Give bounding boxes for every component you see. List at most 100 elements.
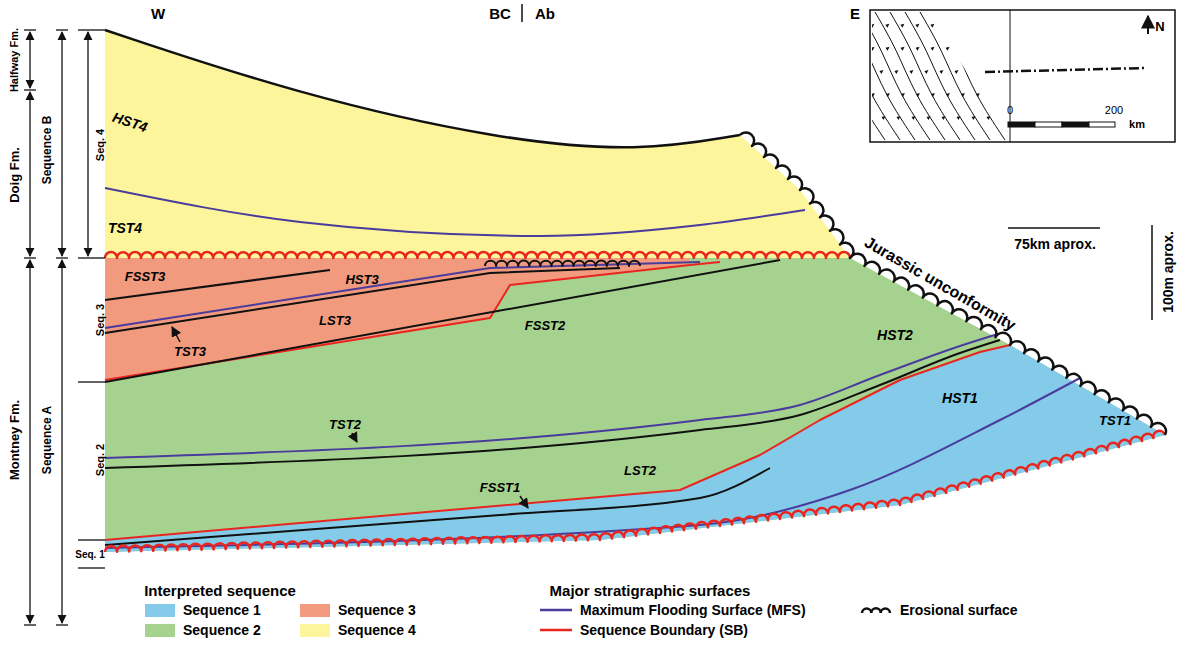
top-surface bbox=[105, 30, 740, 147]
thrust-tooth bbox=[897, 116, 901, 120]
systems-tract: FSST3 bbox=[125, 270, 165, 283]
thrust-line bbox=[845, 12, 915, 140]
legend-item: Sequence 2 bbox=[145, 622, 261, 638]
line-sample-stroke bbox=[862, 608, 890, 613]
province-label: BC bbox=[489, 6, 511, 21]
thrust-tooth bbox=[990, 24, 994, 28]
thrust-tooth bbox=[882, 116, 886, 120]
thrust-tooth bbox=[856, 93, 860, 97]
color-swatch bbox=[145, 604, 175, 617]
leader-arrow bbox=[520, 496, 528, 508]
thrust-tooth bbox=[1002, 116, 1006, 120]
map-scale-bar bbox=[1089, 122, 1115, 127]
erosional-surface bbox=[485, 260, 640, 266]
erosional-sequence-boundary bbox=[105, 252, 850, 258]
formation-name: Halfway Fm. bbox=[9, 28, 20, 92]
thrust-tooth bbox=[991, 47, 995, 51]
section-line bbox=[985, 68, 1145, 72]
surface-line bbox=[105, 468, 770, 545]
range-tick bbox=[78, 29, 105, 30]
province-label: Ab bbox=[535, 6, 555, 21]
thrust-tooth bbox=[840, 24, 844, 28]
surface-line bbox=[105, 260, 780, 382]
color-swatch bbox=[145, 624, 175, 637]
thrust-tooth bbox=[855, 24, 859, 28]
sequence-set-name: Sequence A bbox=[41, 406, 53, 474]
thrust-tooth bbox=[912, 116, 916, 120]
thrust-line bbox=[890, 12, 960, 140]
thrust-tooth bbox=[849, 70, 853, 74]
jurassic-unconformity bbox=[740, 132, 1166, 435]
legend-item: Sequence Boundary (SB) bbox=[540, 622, 748, 638]
north-label: N bbox=[1155, 20, 1164, 33]
line-sample-stroke bbox=[540, 629, 572, 632]
map-scale-number: 200 bbox=[1105, 105, 1123, 116]
thrust-tooth bbox=[957, 116, 961, 120]
legend-text: Sequence 2 bbox=[183, 622, 261, 638]
north-arrow bbox=[1147, 16, 1149, 34]
sequence-name: Seq. 4 bbox=[95, 129, 106, 161]
sequence-4-fill bbox=[105, 30, 850, 258]
horizontal-scale-bar bbox=[1008, 227, 1100, 229]
thrust-tooth bbox=[1047, 116, 1051, 120]
color-swatch bbox=[300, 604, 330, 617]
legend-text: Sequence 3 bbox=[338, 602, 416, 618]
legend-item: Erosional surface bbox=[860, 602, 1018, 618]
direction-label: E bbox=[850, 6, 860, 21]
thrust-line bbox=[830, 12, 900, 140]
sequence-1-fill bbox=[105, 345, 1165, 552]
sequence-2-fill bbox=[105, 258, 1165, 552]
line-sample bbox=[860, 603, 892, 617]
range-arrow bbox=[29, 260, 30, 623]
thrust-tooth bbox=[946, 47, 950, 51]
thrust-line bbox=[935, 12, 1005, 140]
map-scale-bar bbox=[1008, 122, 1035, 127]
thrust-tooth bbox=[916, 47, 920, 51]
legend-text: Maximum Flooding Surface (MFS) bbox=[580, 602, 806, 618]
thrust-tooth bbox=[931, 47, 935, 51]
legend-heading: Interpreted sequence bbox=[144, 583, 296, 598]
thrust-tooth bbox=[976, 93, 980, 97]
thrust-tooth bbox=[1006, 93, 1010, 97]
systems-tract: LST3 bbox=[319, 314, 351, 327]
systems-tract: TST1 bbox=[1099, 414, 1131, 427]
thrust-tooth bbox=[987, 116, 991, 120]
thrust-tooth bbox=[991, 93, 995, 97]
range-tick bbox=[78, 381, 105, 382]
range-arrow bbox=[61, 260, 62, 623]
sequence-boundary bbox=[105, 262, 720, 380]
thrust-tooth bbox=[915, 24, 919, 28]
vertical-scale-bar bbox=[1151, 225, 1153, 320]
surface-line bbox=[105, 270, 330, 300]
systems-tract: HST2 bbox=[877, 328, 913, 342]
border-mark bbox=[521, 4, 523, 22]
thrust-tooth bbox=[916, 93, 920, 97]
thrust-tooth bbox=[972, 116, 976, 120]
map-frame bbox=[870, 10, 1175, 142]
thrust-tooth bbox=[976, 47, 980, 51]
thrust-tooth bbox=[999, 70, 1003, 74]
systems-tract: LST2 bbox=[624, 464, 656, 477]
thrust-tooth bbox=[885, 24, 889, 28]
systems-tract: FSST2 bbox=[525, 319, 565, 332]
legend-text: Sequence 1 bbox=[183, 602, 261, 618]
thrust-tooth bbox=[961, 93, 965, 97]
systems-tract: HST3 bbox=[345, 273, 378, 286]
thrust-tooth bbox=[945, 24, 949, 28]
range-tick bbox=[24, 29, 36, 30]
thrust-tooth bbox=[927, 116, 931, 120]
thrust-tooth bbox=[969, 70, 973, 74]
thrust-tooth bbox=[825, 24, 829, 28]
thrust-tooth bbox=[942, 116, 946, 120]
range-tick bbox=[56, 257, 68, 258]
formation-name: Montney Fm. bbox=[8, 400, 21, 480]
range-tick bbox=[24, 89, 36, 90]
thrust-tooth bbox=[856, 47, 860, 51]
legend-item: Sequence 3 bbox=[300, 602, 416, 618]
direction-label: W bbox=[151, 6, 165, 21]
map-scale-unit: km bbox=[1129, 119, 1145, 130]
thrust-line bbox=[875, 12, 945, 140]
scale-label: 75km aprox. bbox=[1014, 237, 1096, 251]
location-map bbox=[815, 10, 1175, 142]
